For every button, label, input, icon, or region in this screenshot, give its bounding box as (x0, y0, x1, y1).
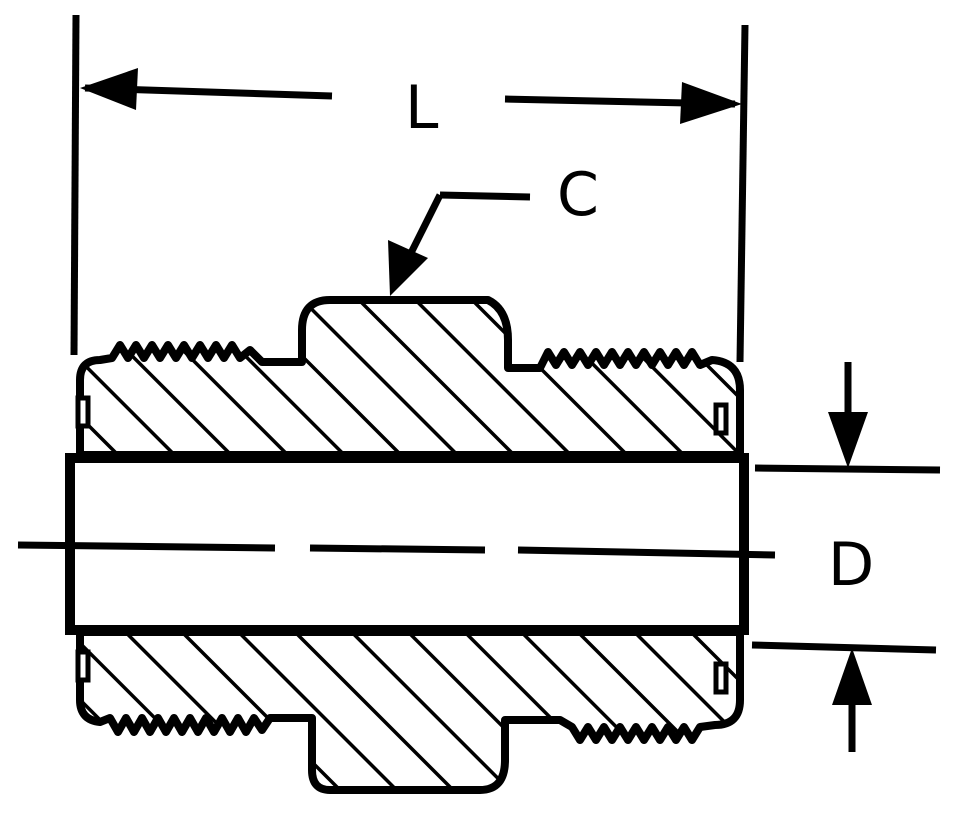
callout-c (388, 191, 531, 296)
extension-line-left (70, 14, 80, 356)
extension-line-bottom (751, 641, 937, 654)
label-c: C (557, 160, 599, 230)
dimension-d (751, 362, 941, 752)
dimension-l (70, 14, 749, 363)
end-slot-lower-left (75, 649, 91, 683)
arrowhead-top (828, 412, 868, 468)
arrowhead-bottom (832, 648, 872, 705)
end-slot-upper-left (75, 395, 91, 429)
extension-line-right (736, 24, 749, 363)
label-l: L (405, 73, 439, 143)
extension-line-top (754, 464, 941, 474)
label-d: D (828, 530, 874, 600)
end-slot-lower-right (713, 661, 729, 695)
leader-horizontal (439, 191, 531, 201)
centerline (17, 541, 776, 559)
upper-wall-section (76, 296, 744, 459)
end-slot-upper-right (713, 402, 729, 436)
arrowhead-right (680, 82, 742, 124)
callout-arrowhead (388, 240, 428, 296)
lower-wall-section (76, 628, 744, 794)
arrowhead-left (80, 68, 138, 110)
